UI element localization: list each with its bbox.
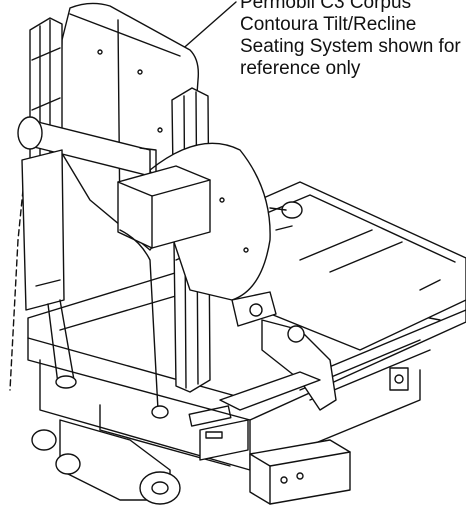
callout-line-3: Seating System shown for [240, 36, 461, 57]
rod-end [151, 405, 169, 419]
cable-rod [119, 229, 159, 411]
drive-motor [31, 419, 181, 505]
callout-text: Permobil C3 Corpus Contoura Tilt/Recline… [240, 0, 464, 80]
actuator [21, 149, 77, 389]
callout-line-2: Contoura Tilt/Recline [240, 14, 417, 35]
clamp [231, 291, 277, 327]
electronics-box [249, 439, 351, 505]
control-box [117, 165, 211, 249]
dashed-leader-line [9, 179, 25, 391]
callout-line-1: Permobil C3 Corpus [240, 0, 412, 13]
adjust-knob [269, 201, 303, 231]
linkage-arm [219, 319, 337, 411]
callout-line-4: reference only [240, 58, 361, 79]
seat-pan [235, 181, 466, 351]
right-bracket [389, 367, 409, 391]
lower-plate [199, 419, 249, 461]
